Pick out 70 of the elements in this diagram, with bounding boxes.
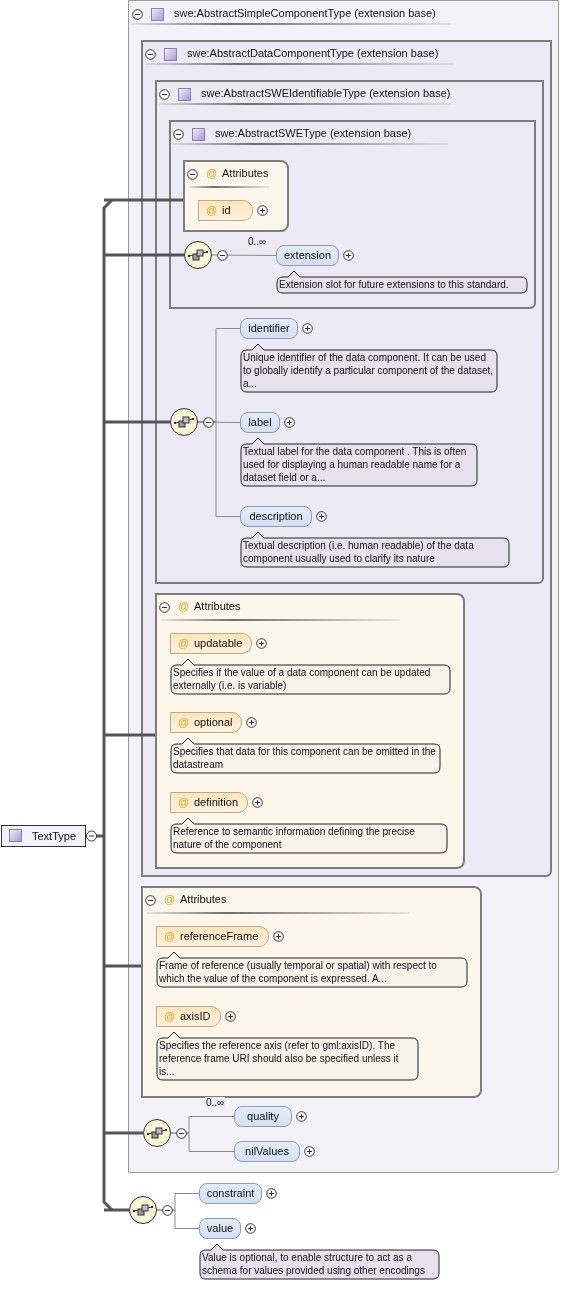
group-heading: Attributes — [180, 893, 227, 905]
connector-line — [211, 254, 277, 256]
element-box: description — [240, 506, 312, 527]
attribute-box — [170, 792, 248, 813]
sequence-compositor — [129, 1196, 157, 1224]
type-heading: swe:AbstractDataComponentType (extension base) — [187, 47, 439, 59]
type-container — [155, 80, 544, 584]
attribute-marker: @ — [206, 204, 218, 216]
element-box: label — [240, 412, 280, 433]
connector-line — [104, 733, 155, 737]
sequence-compositor — [143, 1119, 171, 1147]
attribute-group — [183, 160, 289, 232]
attribute-box — [198, 200, 253, 221]
connector-line — [156, 1209, 200, 1229]
attribute-name: optional — [194, 716, 233, 728]
element-box: identifier — [240, 318, 298, 339]
attribute-marker: @ — [164, 1010, 176, 1022]
connector-line — [170, 1132, 235, 1152]
attribute-marker: @ — [178, 637, 190, 649]
element-box: nilValues — [234, 1141, 300, 1162]
type-container — [169, 120, 536, 309]
attribute-marker: @ — [178, 716, 190, 728]
attribute-group — [155, 593, 465, 869]
element-box: value — [199, 1218, 241, 1239]
type-name: TextType — [32, 830, 77, 842]
attribute-box — [170, 633, 252, 654]
doc-callout: Specifies the reference axis (refer to gml:axisID). The reference frame URI should also be specified unless it is... — [156, 1031, 419, 1081]
connector-line — [104, 253, 184, 257]
attribute-name: axisID — [180, 1010, 211, 1022]
element-box: extension — [276, 245, 339, 266]
connector-line — [104, 420, 170, 424]
attribute-box — [156, 1006, 221, 1027]
element-box: quality — [234, 1106, 292, 1127]
type-heading: swe:AbstractSWEIdentifiableType (extension base) — [201, 87, 451, 99]
doc-callout: Reference to semantic information defining the precise nature of the component — [170, 817, 448, 854]
sequence-compositor — [184, 241, 212, 269]
connector-line — [104, 1131, 143, 1135]
group-heading: Attributes — [194, 600, 241, 612]
attribute-name: updatable — [194, 637, 243, 649]
doc-callout: Specifies if the value of a data component can be updated externally (i.e. is variable) — [170, 658, 451, 695]
connector-line — [197, 421, 241, 517]
attribute-marker: @ — [206, 167, 218, 179]
group-heading: Attributes — [222, 167, 269, 179]
attribute-name: definition — [194, 796, 239, 808]
connector-line — [104, 1208, 129, 1212]
doc-callout: Textual description (i.e. human readable) of the data component usually used to clarify its nature — [240, 531, 510, 568]
connector-line — [104, 964, 141, 968]
attribute-marker: @ — [178, 600, 190, 612]
sequence-compositor — [170, 408, 198, 436]
type-heading: swe:AbstractSimpleComponentType (extension base) — [174, 7, 436, 19]
doc-callout: Specifies that data for this component can be omitted in the datastream — [170, 737, 441, 774]
attribute-group — [141, 886, 482, 1098]
doc-callout: Unique identifier of the data component. It can be used to globally identify a particular component of the dataset, a... — [240, 343, 498, 393]
attribute-marker: @ — [178, 796, 190, 808]
connector-line — [104, 198, 183, 202]
type-heading: swe:AbstractSWEType (extension base) — [215, 127, 412, 139]
attribute-name: referenceFrame — [180, 930, 259, 942]
doc-callout: Frame of reference (usually temporal or spatial) with respect to which the value of the component is expressed. A... — [156, 951, 468, 988]
type-container — [141, 40, 552, 877]
element-box: constraint — [199, 1183, 262, 1204]
attribute-marker: @ — [164, 930, 176, 942]
type-container — [128, 0, 559, 1173]
attribute-name: id — [222, 204, 231, 216]
doc-callout: Extension slot for future extensions to this standard. — [276, 270, 528, 294]
attribute-box — [156, 926, 269, 947]
type-box — [1, 825, 86, 847]
doc-callout: Value is optional, to enable structure to act as a schema for values provided using other encodings — [199, 1243, 440, 1280]
attribute-marker: @ — [164, 893, 176, 905]
doc-callout: Textual label for the data component . This is often used for displaying a human readable name for a dataset field or a... — [240, 437, 478, 487]
attribute-box — [170, 712, 242, 733]
